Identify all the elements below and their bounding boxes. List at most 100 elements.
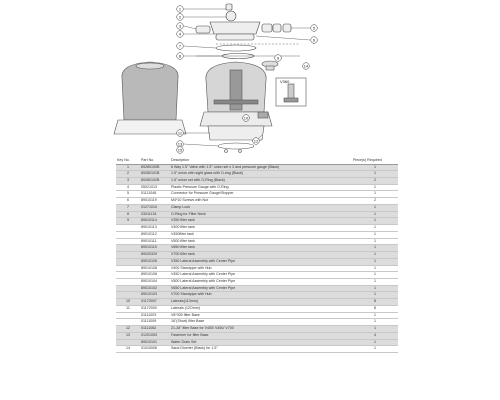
svg-text:12: 12 <box>254 139 259 144</box>
cell-description: Connector for Pressure Gauge/Stopper <box>170 190 352 199</box>
cell-key-no: 8 <box>116 211 140 219</box>
cell-description: 6 Way 1.5" Valve with 1.5" union set x 3… <box>170 164 352 172</box>
cell-part-no: 89010104 <box>140 278 170 286</box>
cell-description: Clamp Lock <box>170 204 352 212</box>
cell-pieces-required: 1 <box>352 204 398 212</box>
cell-pieces-required: 1 <box>352 258 398 266</box>
cell-pieces-required: 1 <box>352 312 398 320</box>
cell-part-no: 89010113 <box>140 224 170 232</box>
svg-text:1: 1 <box>179 7 182 12</box>
cell-pieces-required: 4 <box>352 332 398 340</box>
cell-part-no: 03011134 <box>140 211 170 219</box>
callout-8: 8 <box>176 52 184 60</box>
v360-label: V360 <box>280 79 290 84</box>
cell-pieces-required: 1 <box>352 285 398 293</box>
cell-part-no: 89010101 <box>140 339 170 347</box>
svg-text:8: 8 <box>179 54 182 59</box>
cell-part-no: 89010105 <box>140 258 170 266</box>
cell-description: Fasterner for filter Base <box>170 332 352 340</box>
cell-pieces-required: 1 <box>352 244 398 253</box>
callout-5: 5 <box>310 24 318 32</box>
cell-key-no <box>116 318 140 327</box>
cell-pieces-required: 1 <box>352 190 398 199</box>
cell-key-no: 14 <box>116 345 140 354</box>
header-part-no: Part No. <box>140 157 170 165</box>
cell-description: V650 Lateral Assembly with Center Pipe <box>170 285 352 293</box>
cell-key-no <box>116 251 140 259</box>
filter-tank-main-drawing <box>199 61 273 127</box>
cell-pieces-required: 8 <box>352 305 398 313</box>
svg-text:4: 4 <box>179 32 182 37</box>
callout-15: 15 <box>176 146 184 154</box>
cell-key-no: 5 <box>116 190 140 199</box>
cell-description: Laterals(113mm) <box>170 298 352 306</box>
callout-2: 2 <box>176 13 184 21</box>
filter-base-drawing <box>207 125 265 153</box>
cell-description: 16"(Short) filter Base <box>170 318 352 327</box>
cell-key-no: 12 <box>116 325 140 333</box>
cell-description: V700 Standpipe with Hub <box>170 291 352 300</box>
cell-pieces-required: 1 <box>352 164 398 172</box>
cell-pieces-required: 1 <box>352 238 398 246</box>
cell-description: V400 filter tank <box>170 224 352 232</box>
cell-part-no: 05021013 <box>140 184 170 192</box>
header-description: Description <box>170 157 352 165</box>
cell-part-no: 01010006 <box>140 345 170 354</box>
cell-pieces-required: 1 <box>352 211 398 219</box>
callout-9: 9 <box>274 54 282 62</box>
cell-key-no <box>116 285 140 293</box>
clamp-drawing <box>215 44 257 52</box>
table-header-row: Key No. Part No. Description Piece(s) Re… <box>116 157 398 165</box>
cell-key-no: 3 <box>116 177 140 185</box>
cell-part-no: 89010114 <box>140 217 170 226</box>
exploded-parts-diagram: V360 1 2 3 4 5 6 7 8 9 10 11 12 13 14 15 <box>113 3 318 154</box>
cell-key-no: 6 <box>116 197 140 205</box>
cell-pieces-required: 1 <box>352 170 398 178</box>
cell-part-no: 89280100B <box>140 164 170 172</box>
cell-part-no: 89280102B <box>140 177 170 185</box>
svg-text:10: 10 <box>244 116 249 121</box>
cell-key-no <box>116 238 140 246</box>
cell-part-no: 01111062 <box>140 325 170 333</box>
cell-part-no: 01201053 <box>140 332 170 340</box>
cell-part-no: 01172000 <box>140 305 170 313</box>
cell-key-no: 4 <box>116 184 140 192</box>
sand-diverter-drawing <box>261 60 279 71</box>
lateral-assembly-drawing <box>275 77 307 107</box>
cell-description: V650 filter tank <box>170 244 352 253</box>
cell-key-no: 1 <box>116 164 140 172</box>
cell-key-no: 9 <box>116 217 140 226</box>
cell-pieces-required: 1 <box>352 291 398 300</box>
cell-part-no: 01111048 <box>140 190 170 199</box>
cell-part-no: 01170007 <box>140 298 170 306</box>
svg-text:13: 13 <box>178 142 183 147</box>
cell-description: Sand Diverter (Black) for 1.5" <box>170 345 352 354</box>
cell-key-no <box>116 231 140 239</box>
cell-description: V450filter tank <box>170 231 352 239</box>
cell-key-no: 13 <box>116 332 140 340</box>
cell-key-no <box>116 278 140 286</box>
callout-11: 11 <box>176 129 184 137</box>
cell-part-no: 89020329 <box>140 251 170 259</box>
cell-pieces-required: 1 <box>352 217 398 226</box>
callout-14: 14 <box>302 62 310 70</box>
cell-description: Water Drain Set <box>170 339 352 347</box>
cell-key-no <box>116 271 140 279</box>
cell-part-no: 89010108 <box>140 265 170 273</box>
callout-3: 3 <box>176 22 184 30</box>
